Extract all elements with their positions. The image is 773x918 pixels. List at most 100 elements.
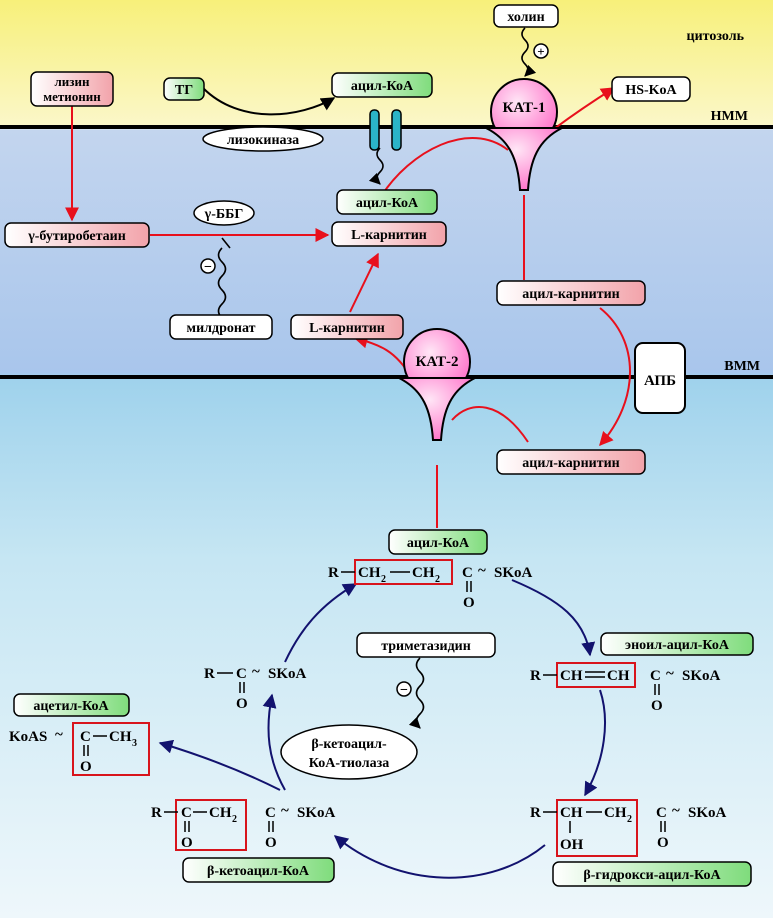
svg-text:−: − — [400, 683, 408, 698]
hydroxy-coa-box: β-гидрокси-ацил-КоА — [552, 861, 752, 887]
svg-text:R: R — [530, 668, 541, 684]
acyl-carnitine-1-box: ацил-карнитин — [496, 280, 646, 306]
svg-text:ацетил-КоА: ацетил-КоА — [33, 699, 109, 714]
svg-text:ацил-карнитин: ацил-карнитин — [522, 456, 619, 471]
outer-membrane-label: НММ — [711, 109, 748, 124]
svg-text:C: C — [265, 805, 276, 821]
arrow-acylcarnitine-to-kat2 — [451, 406, 529, 443]
kat1-enzyme: КАТ-1 — [485, 78, 563, 191]
svg-text:холин: холин — [507, 10, 544, 25]
svg-text:R: R — [204, 666, 215, 682]
svg-text:C: C — [80, 729, 91, 745]
ketoacyl-coa-formula: R C CH 2 C ~ SKoA O O — [151, 799, 336, 851]
svg-text:C: C — [650, 668, 661, 684]
svg-text:O: O — [265, 835, 277, 851]
hs-coa-box: HS-KoA — [611, 76, 691, 102]
svg-text:CH: CH — [560, 668, 583, 684]
arrow-to-acetyl-coa — [158, 739, 281, 791]
trimetazidine-wavy-line — [408, 657, 425, 729]
svg-text:C: C — [181, 805, 192, 821]
arrow-carnitine2-to-carnitine1 — [349, 252, 379, 313]
svg-text:L-карнитин: L-карнитин — [309, 321, 385, 336]
svg-text:~: ~ — [55, 727, 63, 743]
apb-transporter: АПБ — [634, 342, 686, 414]
cytosol-label: цитозоль — [687, 29, 745, 44]
svg-text:лизокиназа: лизокиназа — [227, 133, 299, 148]
svg-text:KoAS: KoAS — [9, 729, 47, 745]
cycle-arrow-4 — [262, 693, 286, 791]
trimetazidine-inhibitor-icon: − — [396, 681, 412, 698]
svg-text:ацил-КоА: ацил-КоА — [356, 196, 419, 211]
acyl-coa-mid-box: ацил-КоА — [336, 189, 438, 215]
svg-text:~: ~ — [281, 803, 289, 819]
svg-text:ацил-КоА: ацил-КоА — [351, 79, 414, 94]
svg-text:C: C — [656, 805, 667, 821]
inner-membrane-label: ВММ — [724, 359, 760, 374]
kat2-label: КАТ-2 — [416, 354, 459, 370]
l-carnitine-1-box: L-карнитин — [331, 221, 447, 247]
cycle-arrow-2 — [584, 689, 606, 797]
svg-text:2: 2 — [435, 574, 440, 585]
svg-text:ацил-КоА: ацил-КоА — [407, 536, 470, 551]
svg-text:O: O — [80, 759, 92, 775]
svg-text:R: R — [530, 805, 541, 821]
gamma-butyrobetaine-box: γ-бутиробетаин — [4, 222, 150, 248]
l-carnitine-2-box: L-карнитин — [290, 314, 404, 340]
lysine-methionine-box: лизин метионин — [30, 71, 114, 107]
svg-text:−: − — [204, 260, 212, 275]
kat1-label: КАТ-1 — [503, 100, 546, 116]
mildronate-wavy-line — [217, 247, 227, 319]
svg-text:β-гидрокси-ацил-КоА: β-гидрокси-ацил-КоА — [583, 868, 721, 883]
svg-text:O: O — [463, 595, 475, 611]
lysokinase-ellipse: лизокиназа — [202, 126, 324, 152]
mildronate-inhibitor-icon: − — [200, 258, 216, 275]
acetyl-coa-box: ацетил-КоА — [13, 693, 130, 717]
svg-text:SKoA: SKoA — [682, 668, 721, 684]
svg-text:R: R — [151, 805, 162, 821]
svg-text:лизин: лизин — [55, 74, 90, 89]
acyl-coa-matrix-box: ацил-КоА — [388, 529, 488, 555]
svg-text:γ-бутиробетаин: γ-бутиробетаин — [27, 229, 126, 244]
acyl-carnitine-2-box: ацил-карнитин — [496, 449, 646, 475]
cycle-arrow-5 — [284, 583, 358, 663]
svg-text:КоА-тиолаза: КоА-тиолаза — [309, 756, 389, 771]
cycle-arrow-3 — [333, 835, 546, 879]
svg-text:2: 2 — [627, 814, 632, 825]
enoyl-coa-box: эноил-ацил-КоА — [600, 632, 754, 656]
arrow-acylcarnitine-transport — [599, 307, 631, 447]
hydroxy-coa-formula: R CH CH 2 C ~ SKoA OH O — [530, 799, 727, 857]
svg-text:CH: CH — [412, 565, 435, 581]
thiolase-ellipse: β-кетоацил- КоА-тиолаза — [280, 724, 418, 780]
svg-text:CH: CH — [109, 729, 132, 745]
svg-text:3: 3 — [132, 738, 137, 749]
svg-text:O: O — [651, 698, 663, 714]
choline-wavy-line — [521, 27, 537, 77]
svg-text:SKoA: SKoA — [268, 666, 307, 682]
svg-text:ТГ: ТГ — [175, 83, 193, 98]
acetyl-coa-formula: KoAS ~ C CH 3 O — [9, 722, 150, 776]
svg-text:~: ~ — [252, 664, 260, 680]
svg-text:O: O — [657, 835, 669, 851]
arrow-acylcoa-to-kat1 — [379, 137, 509, 199]
svg-text:SKoA: SKoA — [297, 805, 336, 821]
svg-text:2: 2 — [232, 814, 237, 825]
svg-text:CH: CH — [607, 668, 630, 684]
svg-text:SKoA: SKoA — [688, 805, 727, 821]
svg-text:β-кетоацил-КоА: β-кетоацил-КоА — [207, 864, 310, 879]
svg-text:OH: OH — [560, 837, 584, 853]
svg-text:триметазидин: триметазидин — [381, 639, 471, 654]
svg-text:милдронат: милдронат — [187, 321, 256, 336]
tg-box: ТГ — [163, 77, 205, 101]
svg-text:2: 2 — [381, 574, 386, 585]
svg-text:CH: CH — [209, 805, 232, 821]
svg-text:АПБ: АПБ — [644, 373, 676, 389]
short-acyl-coa-formula: R C ~ SKoA O — [204, 664, 307, 712]
svg-text:~: ~ — [478, 563, 486, 579]
acyl-coa-top-box: ацил-КоА — [331, 72, 433, 98]
svg-text:R: R — [328, 565, 339, 581]
svg-text:CH: CH — [358, 565, 381, 581]
channel-left — [369, 109, 380, 151]
mildronate-arrowhead — [221, 237, 231, 249]
